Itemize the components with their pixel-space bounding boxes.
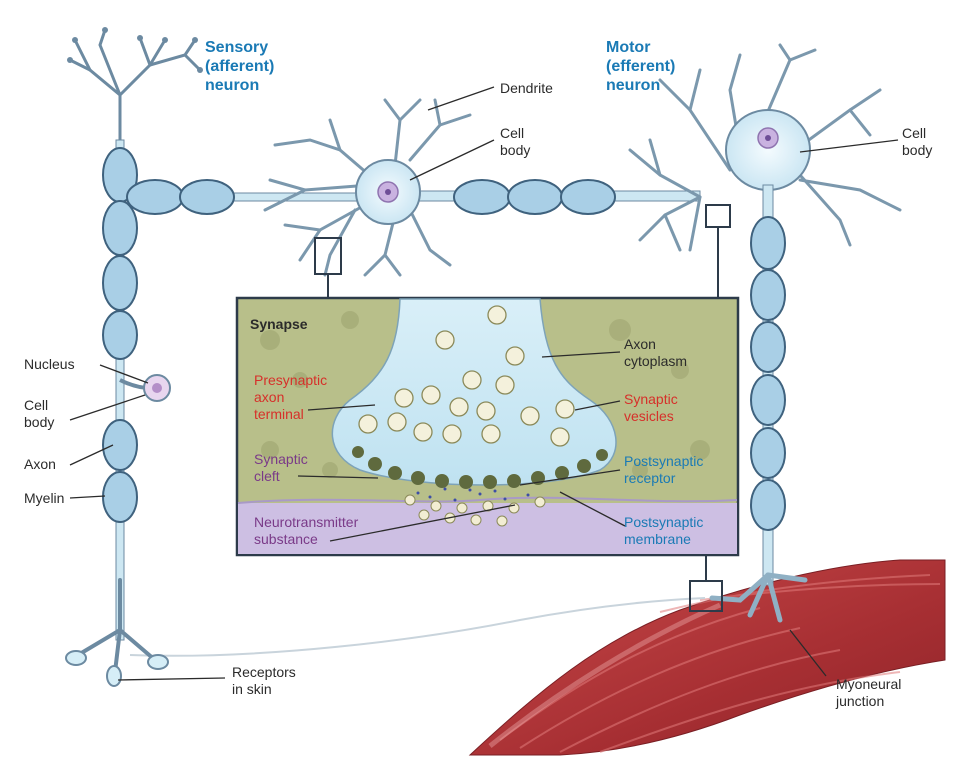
receptors-label: Receptors in skin [232,664,296,698]
postsynaptic-receptor-label: Postsynaptic receptor [624,453,703,487]
nucleus-label: Nucleus [24,356,75,373]
cell-body-left-label: Cell body [24,397,54,431]
neurotransmitter-label: Neurotransmitter substance [254,514,358,548]
cell-body-right-label: Cell body [902,125,932,159]
postsynaptic-membrane-label: Postsynaptic membrane [624,514,703,548]
interneuron [265,100,700,275]
myelin-label: Myelin [24,490,64,507]
motor-neuron-label: Motor (efferent) neuron [606,38,675,95]
presynaptic-terminal-label: Presynaptic axon terminal [254,372,327,423]
synaptic-vesicles-label: Synaptic vesicles [624,391,678,425]
dendrite-label: Dendrite [500,80,553,97]
sensory-neuron-label: Sensory (afferent) neuron [205,38,274,95]
axon-label: Axon [24,456,56,473]
axon-cytoplasm-label: Axon cytoplasm [624,336,687,370]
cell-body-center-label: Cell body [500,125,530,159]
synaptic-cleft-label: Synaptic cleft [254,451,308,485]
muscle-tissue [470,560,945,755]
myoneural-junction-label: Myoneural junction [836,676,901,710]
synapse-title: Synapse [250,316,308,333]
